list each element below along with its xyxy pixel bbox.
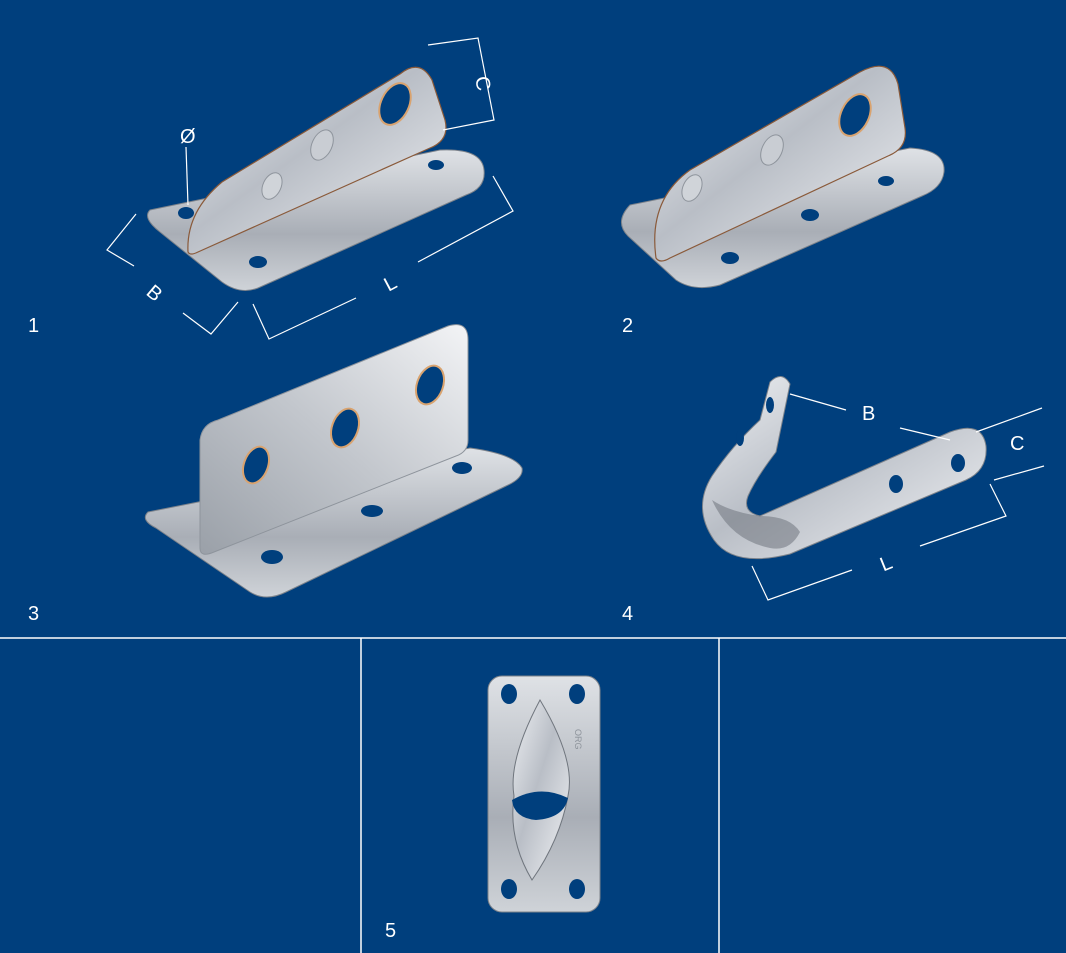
product-3-image (144, 324, 523, 598)
product-4-dimension-lines (751, 393, 1045, 601)
dimension-l-label: L (380, 272, 400, 297)
dimension-c-label: C (470, 75, 494, 93)
item-number-2: 2 (622, 315, 634, 337)
product-4-image (702, 376, 987, 560)
item-number-3: 3 (28, 603, 40, 625)
item-number-4: 4 (622, 603, 634, 625)
product-5-image: ORG (487, 675, 601, 913)
dimension-l-label-4: L (877, 552, 896, 577)
dimension-b-label: B (142, 281, 166, 306)
svg-text:ORG: ORG (573, 729, 583, 750)
item-number-5: 5 (385, 920, 397, 942)
product-2-image (621, 65, 945, 289)
product-1-image (147, 66, 485, 291)
product-1-dimension-lines (106, 37, 514, 340)
item-number-1: 1 (28, 315, 40, 337)
dimension-b-label-4: B (862, 403, 875, 425)
dimension-c-label-4: C (1010, 433, 1024, 455)
dimension-diameter-label: Ø (180, 126, 196, 148)
